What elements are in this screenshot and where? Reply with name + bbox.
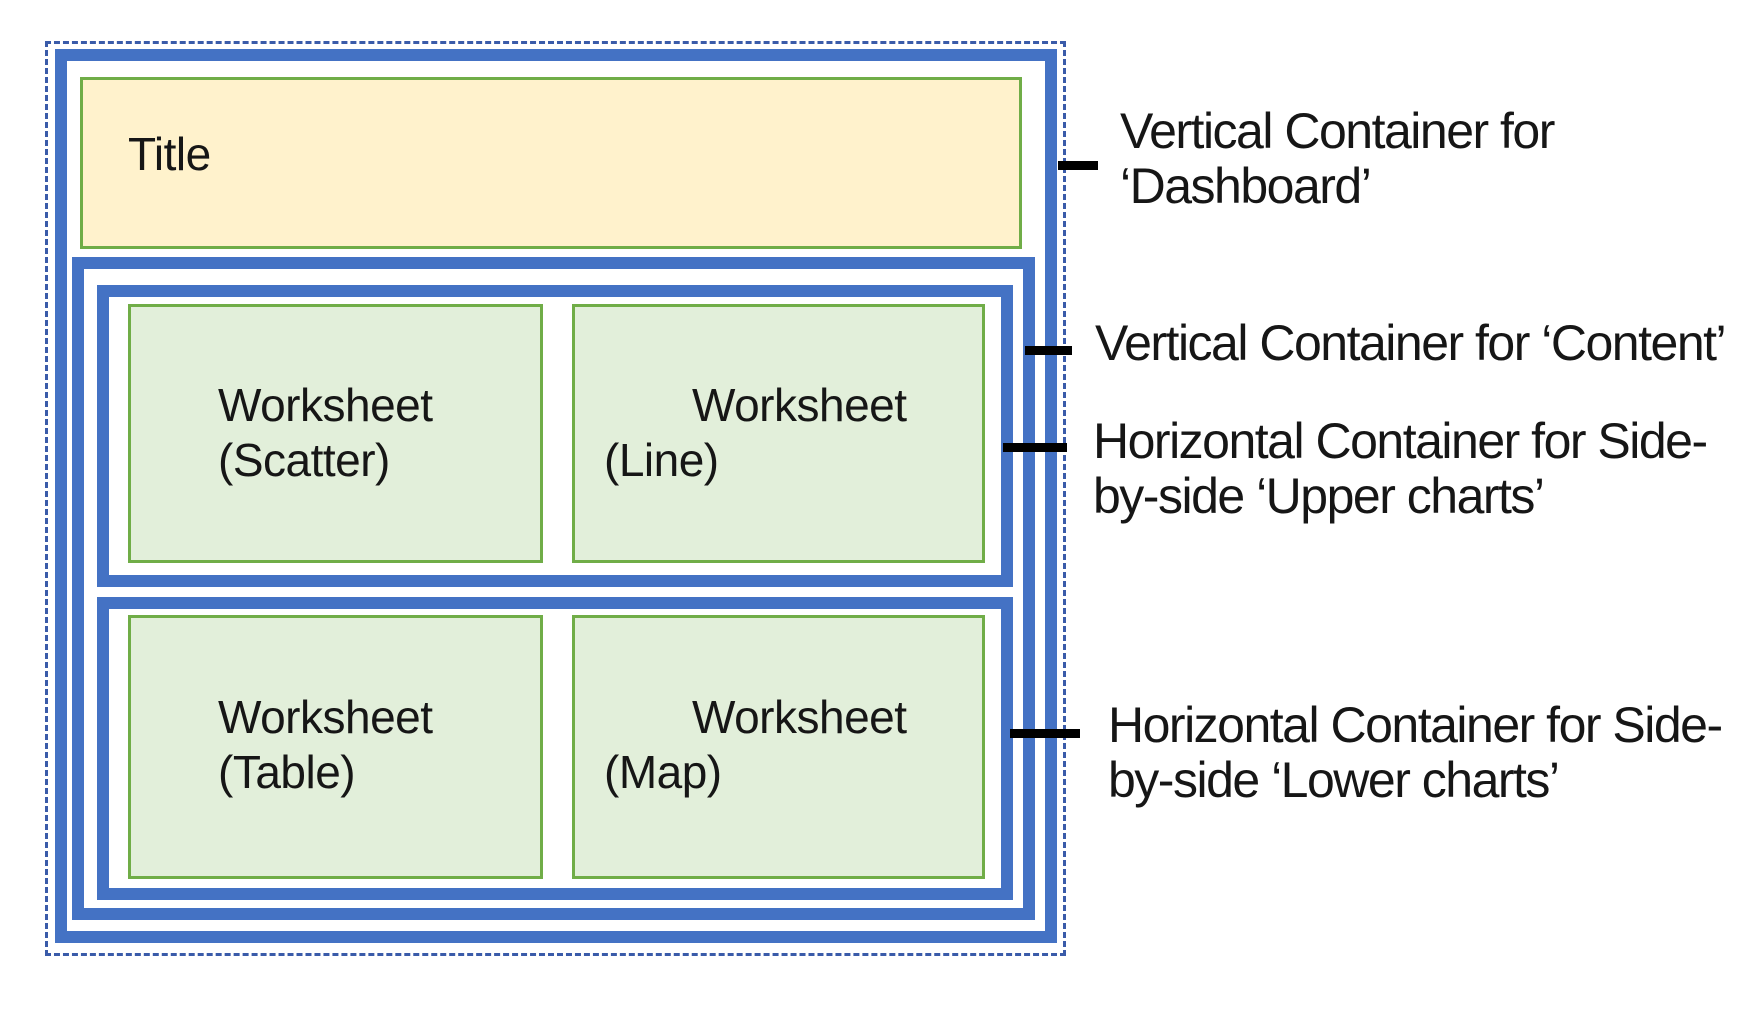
dashed-selection-outline: [45, 41, 1066, 956]
connector-line-lower-charts: [1010, 729, 1080, 738]
title-box: [80, 77, 1022, 249]
worksheet-map-box: [572, 615, 985, 879]
worksheet-map-label-line2: (Map): [604, 746, 722, 798]
worksheet-line-label-line1: Worksheet: [692, 379, 907, 431]
annotation-lower-charts-container: Horizontal Container for Side- by-side ‘…: [1108, 697, 1723, 808]
annotation-content-container: Vertical Container for ‘Content’: [1095, 315, 1727, 371]
connector-line-content: [1025, 346, 1072, 355]
worksheet-line-label-line2: (Line): [604, 434, 719, 486]
annotation-dashboard-line1: Vertical Container for: [1120, 103, 1555, 159]
worksheet-scatter-box: [128, 304, 543, 563]
annotation-dashboard-line2: ‘Dashboard’: [1120, 158, 1372, 214]
annotation-upper-charts-container: Horizontal Container for Side- by-side ‘…: [1093, 413, 1708, 524]
annotation-upper-line2: by-side ‘Upper charts’: [1093, 468, 1545, 524]
worksheet-table-label-line1: Worksheet: [218, 691, 433, 743]
worksheet-scatter-label-line1: Worksheet: [218, 379, 433, 431]
worksheet-table-box: [128, 615, 543, 879]
annotation-content-line1: Vertical Container for ‘Content’: [1095, 315, 1727, 371]
connector-line-upper-charts: [1003, 443, 1067, 452]
title-label: Title: [128, 128, 211, 180]
annotation-lower-line2: by-side ‘Lower charts’: [1108, 752, 1560, 808]
annotation-upper-line1: Horizontal Container for Side-: [1093, 413, 1708, 469]
annotation-dashboard-container: Vertical Container for ‘Dashboard’: [1120, 103, 1555, 214]
worksheet-scatter-label-line2: (Scatter): [218, 434, 390, 486]
worksheet-map-label-line1: Worksheet: [692, 691, 907, 743]
worksheet-table-label-line2: (Table): [218, 746, 356, 798]
worksheet-line-box: [572, 304, 985, 563]
connector-line-dashboard: [1058, 161, 1098, 170]
annotation-lower-line1: Horizontal Container for Side-: [1108, 697, 1723, 753]
